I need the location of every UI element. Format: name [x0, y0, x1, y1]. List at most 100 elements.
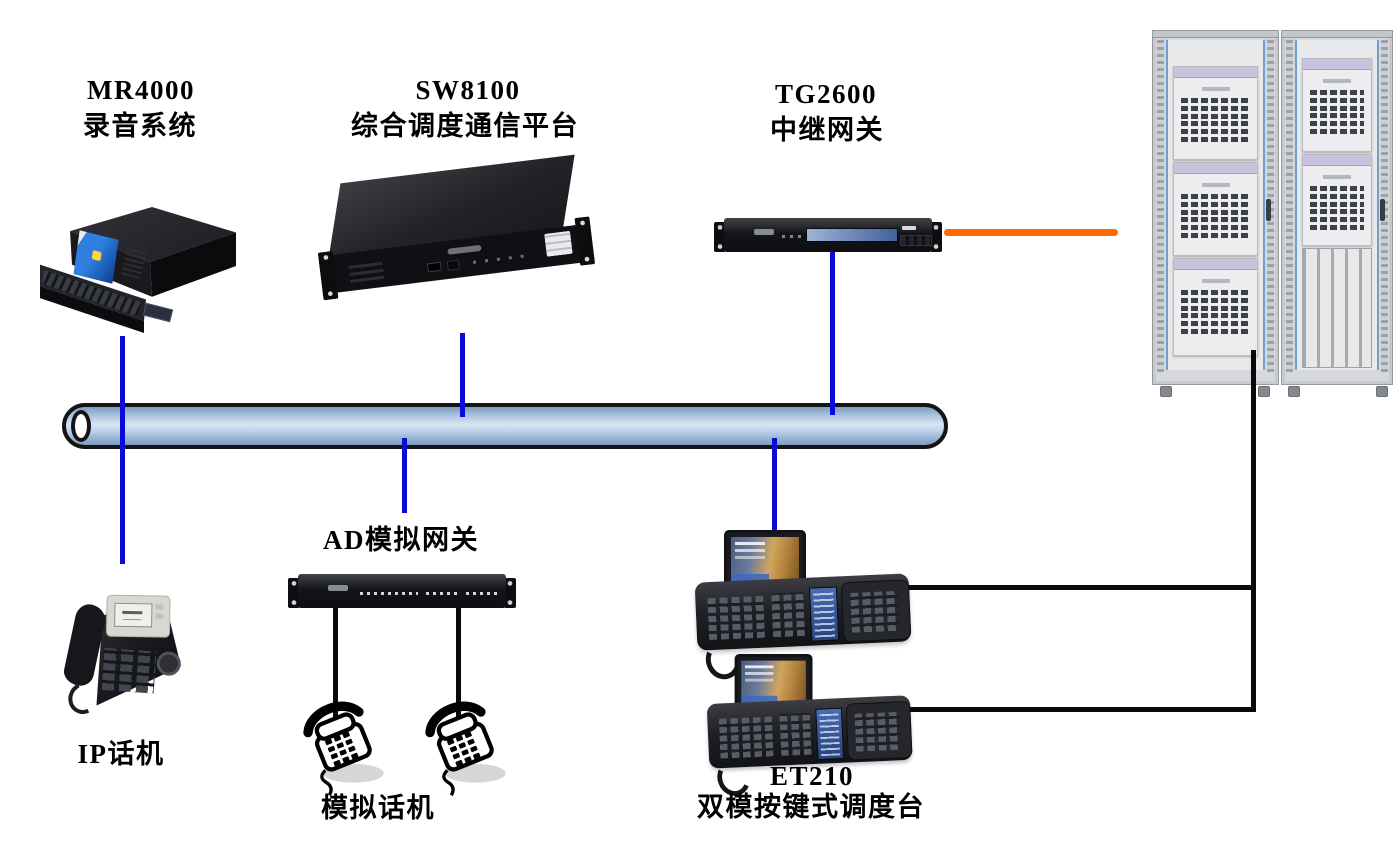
vent-grille: [348, 257, 385, 283]
empty-rack-bay: [1302, 248, 1372, 368]
key-grid: [779, 712, 812, 756]
touchscreen-image: [731, 537, 799, 581]
rack-ear-left: [288, 578, 300, 608]
module-header: [1174, 67, 1257, 78]
console-body: [706, 695, 913, 801]
sw8100-model-label: SW8100: [415, 75, 521, 105]
vent-grille: [1181, 313, 1250, 334]
ad-gateway-label: AD模拟网关: [323, 525, 479, 555]
rack-module: [1173, 258, 1258, 356]
module-tag: [1201, 183, 1230, 187]
analog-phone-icon: [294, 692, 394, 797]
rack-rail: [1286, 39, 1293, 372]
ip-phone-label: IP话机: [77, 739, 165, 769]
led-indicators: [472, 253, 531, 264]
pipe-opening-icon: [71, 410, 91, 442]
rack-ear-right: [930, 222, 942, 252]
lcd-display: [806, 228, 898, 242]
rack-module: [1302, 58, 1372, 152]
extension-module: [845, 700, 913, 761]
key-grid: [707, 595, 766, 641]
rack-cabinet-left: [1152, 30, 1279, 385]
rack-ear-left: [714, 222, 726, 252]
module-header: [1174, 259, 1257, 270]
tg2600-model-label: TG2600: [774, 79, 878, 109]
vent-grille: [1181, 121, 1250, 142]
nav-button: [155, 650, 182, 677]
mr4000-name-label: 录音系统: [83, 111, 197, 141]
rack-cabinet-right: [1281, 30, 1393, 385]
rack-ear-left: [317, 250, 339, 301]
console-touchscreen: [734, 654, 813, 710]
et210-name-label: 双模按键式调度台: [697, 792, 925, 822]
phone-keypad: [101, 647, 157, 694]
led-indicators: [426, 592, 458, 595]
key-grid: [771, 591, 806, 638]
led-indicators: [360, 592, 418, 595]
rack-ear-right: [574, 216, 596, 266]
dispatch-console-image-2: [706, 654, 913, 801]
phone-screen: [114, 602, 153, 628]
ip-phone-image: [59, 585, 189, 719]
dispatch-console-image-1: [694, 530, 912, 685]
console-body: [694, 573, 912, 685]
phone-display: [105, 594, 171, 638]
vent-grille: [1181, 98, 1250, 119]
analog-phone-icon: [416, 692, 516, 797]
wire-rack-drop: [1251, 350, 1256, 712]
door-handle: [1266, 199, 1271, 221]
module-header: [1303, 155, 1371, 166]
module-tag: [1201, 87, 1230, 91]
port-block: [900, 235, 932, 246]
gateway-front-panel: [724, 218, 932, 252]
et210-model-label: ET210: [769, 761, 855, 791]
mr4000-model-label: MR4000: [87, 75, 195, 105]
mr4000-server-image: [40, 203, 240, 337]
rack-module: [1302, 154, 1372, 246]
vent-grille: [1310, 186, 1364, 207]
link-adgateway-bus: [402, 438, 407, 513]
brand-logo: [328, 585, 348, 591]
vent-grille: [1181, 217, 1250, 238]
led-indicators: [466, 592, 498, 595]
front-label: [902, 226, 916, 230]
rack-module: [1173, 66, 1258, 160]
module-header: [1303, 59, 1371, 70]
module-tag: [1201, 279, 1230, 283]
rack-rail: [1157, 39, 1164, 372]
ad-gateway-image: [288, 572, 516, 610]
usb-port: [426, 261, 442, 273]
rack-caster: [1288, 386, 1300, 397]
link-tg2600-rack-trunk: [944, 229, 1118, 236]
rack-bay: [1295, 40, 1379, 370]
rack-module: [1173, 162, 1258, 256]
vent-grille: [1181, 194, 1250, 215]
rack-caster: [1258, 386, 1270, 397]
door-handle: [1380, 199, 1385, 221]
vent-grille: [1181, 290, 1250, 311]
link-tg2600-bus: [830, 251, 835, 415]
module-tag: [1323, 79, 1351, 83]
sw8100-server-image: [317, 154, 610, 306]
display-keys: [155, 604, 164, 610]
front-label: [544, 230, 573, 257]
touchpad: [142, 302, 174, 323]
extension-module: [840, 579, 912, 643]
brand-logo: [754, 229, 774, 235]
server-body: [314, 146, 614, 320]
module-tag: [1323, 175, 1351, 179]
phone-body-group: [59, 585, 189, 719]
analog-phone-drawing: [425, 701, 506, 797]
wire-console1-rack: [905, 585, 1256, 590]
equipment-rack-image: [1152, 30, 1393, 397]
module-header: [1174, 163, 1257, 174]
rack-caster: [1160, 386, 1172, 397]
console-lcd-strip: [808, 586, 840, 642]
analog-phone-drawing: [303, 701, 384, 797]
wire-console2-rack: [905, 707, 1256, 712]
touchscreen-image: [741, 660, 806, 703]
rack-bay: [1166, 40, 1265, 370]
front-port: [446, 259, 460, 271]
tg2600-gateway-image: [714, 216, 942, 254]
